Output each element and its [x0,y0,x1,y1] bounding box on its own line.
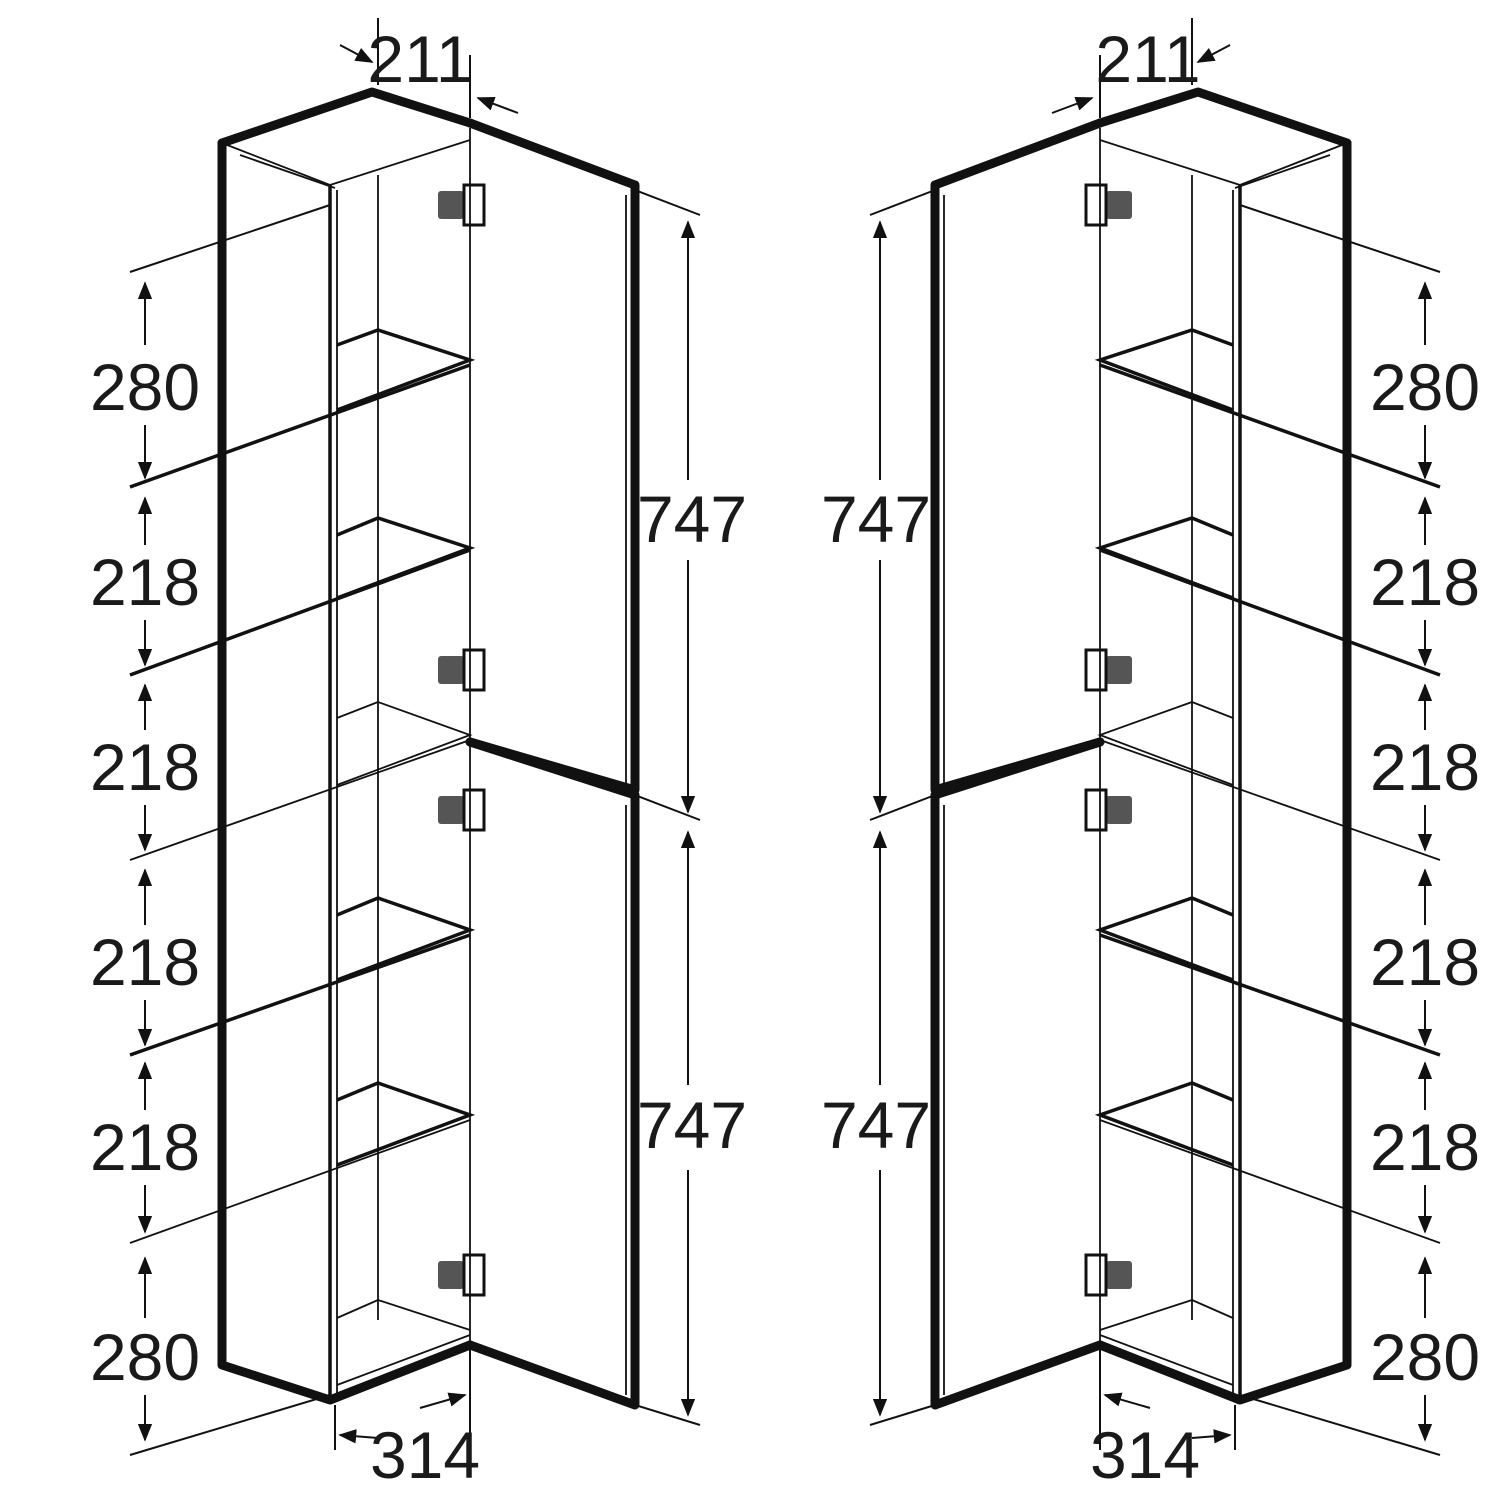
hinge-icon [1084,648,1132,692]
right-shelf-spacing-label: 218 [1370,1110,1480,1184]
right-carcass [1095,87,1352,1405]
left-hinge-icons [438,183,486,1297]
left-shelf-spacing-label: 218 [90,925,200,999]
left-top-depth-label: 211 [367,22,472,96]
left-carcass [217,87,475,1405]
right-extension-lines [869,18,1441,1456]
hinge-icon [1084,788,1132,832]
right-shelf-spacing-label: 218 [1370,925,1480,999]
right-top-depth-label: 211 [1095,22,1200,96]
right-dimension-arrows [872,44,1433,1444]
left-dimension-labels: 211 314 280 218 218 218 218 280 747 747 [90,22,747,1492]
left-shelf-spacing-label: 218 [90,730,200,804]
hinge-icon [438,1253,486,1297]
hinge-icon [438,183,486,227]
right-shelf-spacing-label: 280 [1370,1320,1480,1394]
left-extension-lines [129,18,701,1456]
hinge-icon [1084,183,1132,227]
right-door [930,118,1105,1410]
left-door-height-label: 747 [637,482,747,556]
right-shelf-spacing-label: 218 [1370,730,1480,804]
hinge-icon [1084,1253,1132,1297]
left-door [465,118,640,1410]
right-shelf-spacing-label: 218 [1370,545,1480,619]
right-bottom-width-label: 314 [1090,1418,1200,1492]
left-cabinet: 211 314 280 218 218 218 218 280 747 747 [90,18,747,1492]
right-cabinet: 211 314 280 218 218 218 218 280 747 747 [821,18,1480,1492]
left-bottom-width-label: 314 [370,1418,480,1492]
right-shelves [1094,328,1234,1167]
left-shelf-spacing-label: 280 [90,350,200,424]
hinge-icon [438,788,486,832]
left-door-height-label: 747 [637,1088,747,1162]
right-door-height-label: 747 [821,1088,931,1162]
right-shelf-spacing-label: 280 [1370,350,1480,424]
left-shelf-spacing-label: 218 [90,1110,200,1184]
left-shelf-spacing-label: 280 [90,1320,200,1394]
right-dimension-labels: 211 314 280 218 218 218 218 280 747 747 [821,22,1480,1492]
hinge-icon [438,648,486,692]
right-door-height-label: 747 [821,482,931,556]
left-dimension-arrows [137,44,696,1444]
right-hinge-icons [1084,183,1132,1297]
left-shelf-spacing-label: 218 [90,545,200,619]
